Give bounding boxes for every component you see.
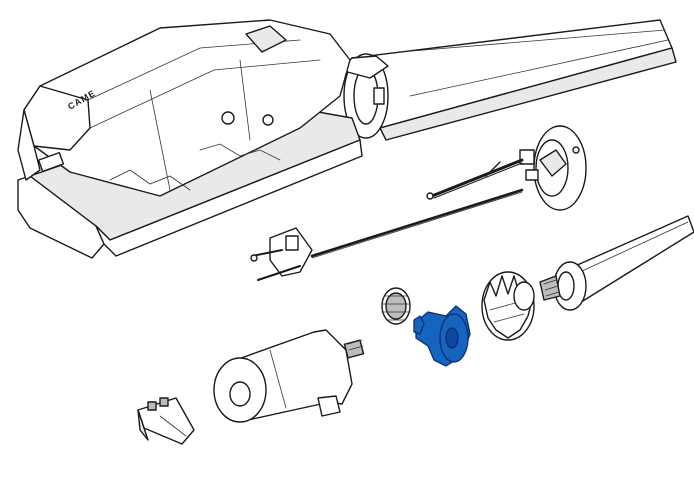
small-pinion-gear xyxy=(381,287,411,325)
encoder-cap xyxy=(519,125,587,211)
limit-switch-rod xyxy=(426,158,524,200)
worm-screw-shaft xyxy=(539,215,694,311)
motor xyxy=(213,329,365,423)
cable-clip-bracket xyxy=(250,188,524,281)
extension-tube xyxy=(339,19,677,141)
operator-housing: CAME xyxy=(17,19,363,259)
drive-gear-assembly xyxy=(413,305,471,367)
bevel-crown-gear xyxy=(481,271,535,341)
terminal-block xyxy=(137,397,195,445)
